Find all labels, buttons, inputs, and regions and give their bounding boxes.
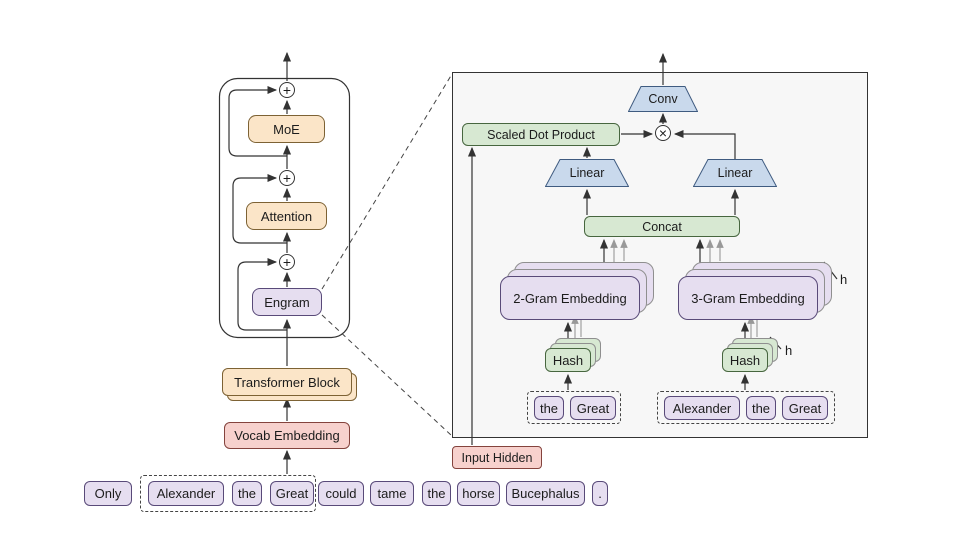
embedding-stack-count-label: h [840,272,848,287]
linear-right-label: Linear [717,166,753,180]
hash-right-block: Hash [722,348,768,372]
token-chip: could [318,481,364,506]
token-chip: Great [570,396,616,420]
vocab-embedding-block: Vocab Embedding [224,422,350,449]
token-chip: the [232,481,262,506]
token-chip: Alexander [148,481,224,506]
transformer-block: Transformer Block [222,368,352,396]
conv-label: Conv [648,92,678,106]
token-chip: the [746,396,776,420]
hash-left-block: Hash [545,348,591,372]
token-chip: tame [370,481,414,506]
token-chip: horse [457,481,500,506]
residual-add-icon: + [279,170,295,186]
selected-ngram-group [140,475,316,512]
engram-block: Engram [252,288,322,316]
token-chip: Great [782,396,828,420]
token-chip: Great [270,481,314,506]
linear-right-trapezoid: Linear [693,159,777,187]
multiply-icon: × [655,125,671,141]
concat-block: Concat [584,216,740,237]
token-chip: the [534,396,564,420]
token-chip: Bucephalus [506,481,585,506]
linear-left-trapezoid: Linear [545,159,629,187]
input-hidden-block: Input Hidden [452,446,542,469]
hash-stack-count-label: h [785,343,793,358]
scaled-dot-product-block: Scaled Dot Product [462,123,620,146]
token-chip: Alexander [664,396,740,420]
embedding-3gram-block: 3-Gram Embedding [678,276,818,320]
attention-block: Attention [246,202,327,230]
moe-block: MoE [248,115,325,143]
token-chip: the [422,481,451,506]
residual-add-icon: + [279,254,295,270]
ngram-2-token-group [527,391,621,424]
embedding-2gram-block: 2-Gram Embedding [500,276,640,320]
ngram-3-token-group [657,391,835,424]
linear-left-label: Linear [569,166,605,180]
token-chip: . [592,481,608,506]
conv-trapezoid: Conv [628,86,698,112]
residual-add-icon: + [279,82,295,98]
token-chip: Only [84,481,132,506]
